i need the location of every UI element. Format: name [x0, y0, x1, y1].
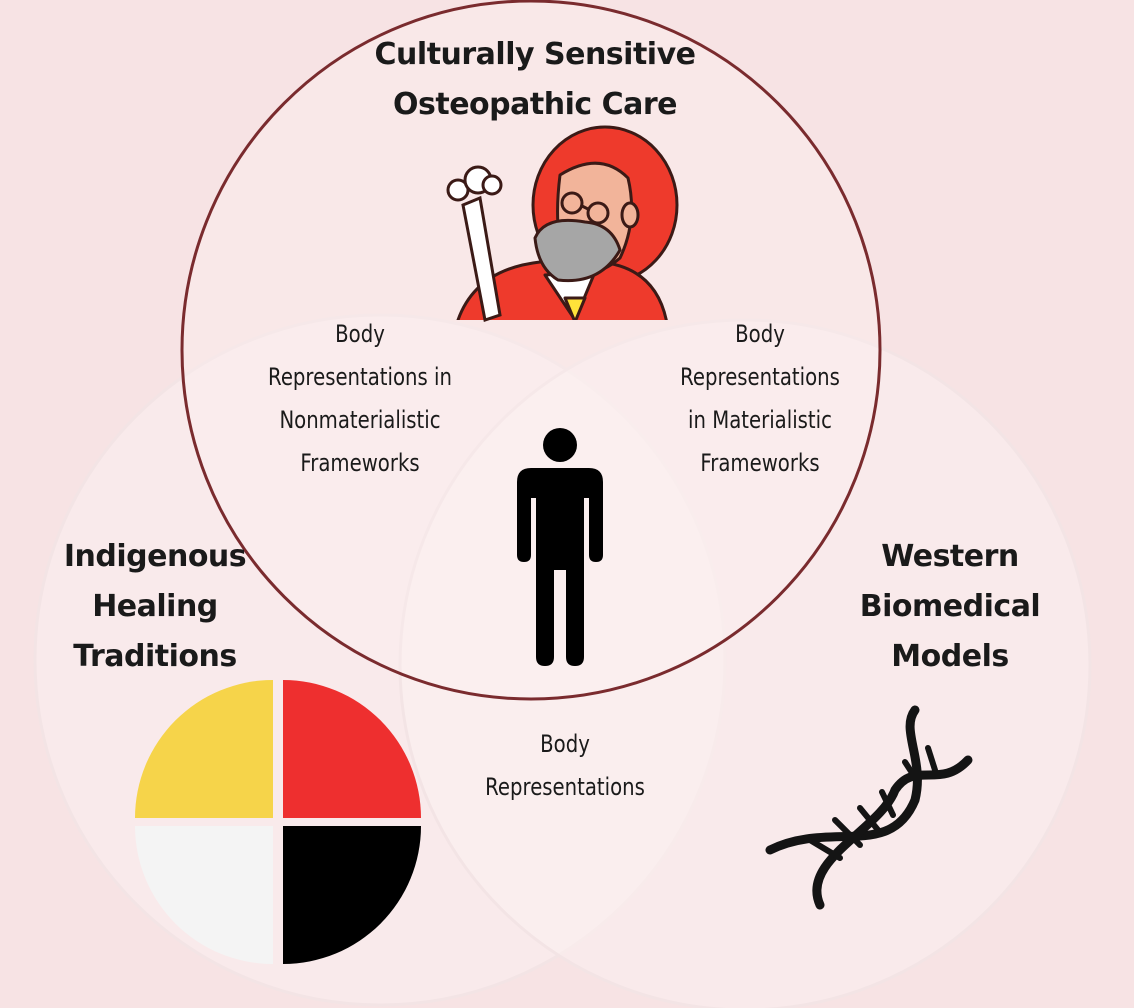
body-representations-label: Body Representations: [485, 730, 645, 801]
indigenous-healing-title: Indigenous Healing Traditions: [63, 539, 247, 674]
medicine-wheel-red-quadrant: [283, 680, 421, 818]
dna-icon: [765, 705, 973, 910]
medicine-wheel-yellow-quadrant: [135, 680, 273, 818]
bone-icon: [446, 165, 503, 322]
osteopathic-care-title: Culturally Sensitive Osteopathic Care: [374, 37, 696, 122]
person-icon: [517, 428, 603, 666]
medicine-wheel-white-quadrant: [135, 826, 273, 964]
western-biomedical-title: Western Biomedical Models: [859, 539, 1041, 674]
nonmaterialistic-region-label: Body Representations in Nonmaterialistic…: [268, 320, 452, 477]
medicine-wheel-black-quadrant: [283, 826, 421, 964]
osteopath-portrait-icon: [456, 125, 679, 320]
medicine-wheel-icon: [135, 680, 421, 964]
materialistic-region-label: Body Representations in Materialistic Fr…: [680, 320, 840, 477]
osteopathic-circle: [180, 0, 882, 701]
